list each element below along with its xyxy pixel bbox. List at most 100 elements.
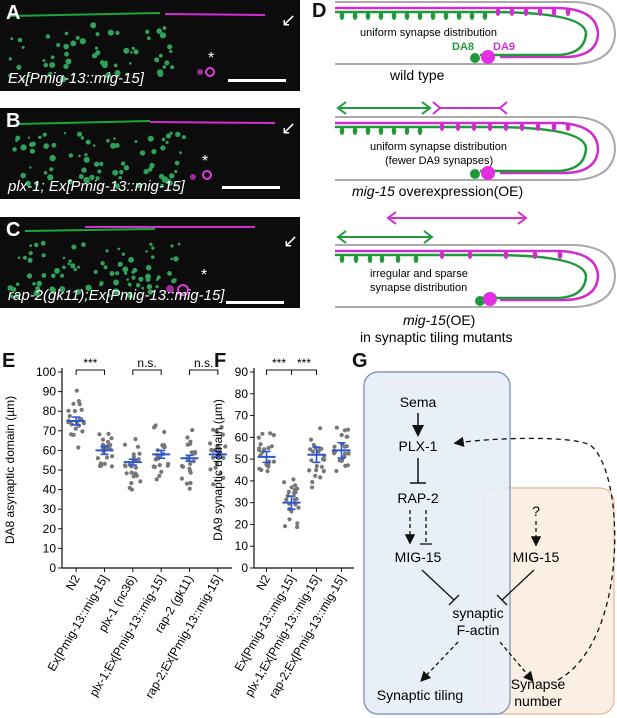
data-point [319, 464, 324, 469]
punctum [85, 139, 91, 145]
micrograph-b-image [12, 120, 276, 189]
punctum [90, 22, 97, 29]
punctum [99, 283, 103, 287]
data-point [339, 432, 344, 438]
punctum [128, 256, 135, 263]
data-point [99, 463, 104, 468]
punctum [84, 153, 88, 157]
punctum [115, 282, 118, 285]
synapse-marker [532, 251, 538, 259]
data-point [80, 429, 85, 434]
punctum [167, 271, 172, 276]
data-point [73, 426, 78, 431]
punctum [64, 31, 69, 36]
punctum [21, 78, 25, 82]
data-point [69, 432, 74, 437]
punctum [145, 250, 148, 253]
punctum [136, 182, 142, 189]
data-point [308, 437, 314, 442]
data-point [122, 442, 128, 447]
y-tick-label: 10 [43, 541, 57, 555]
data-point [79, 407, 84, 412]
punctum [95, 32, 100, 37]
punctum [28, 251, 33, 256]
punctum [20, 144, 27, 151]
punctum [131, 275, 136, 280]
data-point [256, 435, 261, 440]
oe-caption-rest: overexpression(OE) [395, 183, 523, 199]
punctum [29, 166, 32, 169]
data-point [165, 463, 170, 468]
synapse-marker [482, 12, 488, 20]
data-point [295, 521, 300, 526]
data-point [129, 470, 134, 475]
data-point [66, 408, 71, 413]
mut-caption-rest: (OE) [446, 312, 476, 328]
worm-overexpression [335, 116, 617, 181]
punctum [80, 136, 85, 140]
punctum [121, 252, 126, 256]
data-point [162, 429, 167, 435]
synapse-marker [353, 255, 359, 263]
punctum [75, 35, 80, 40]
synapse-marker [417, 12, 423, 20]
punctum [67, 262, 71, 266]
punctum [105, 249, 109, 253]
data-point [345, 463, 350, 468]
y-tick-label: 100 [36, 365, 56, 379]
node-synaptic-tiling: Synaptic tiling [377, 687, 463, 703]
punctum [147, 289, 153, 295]
punctum [56, 43, 61, 47]
data-point [287, 517, 292, 522]
punctum [12, 147, 17, 152]
punctum [72, 72, 75, 76]
punctum [70, 40, 77, 47]
data-point [314, 468, 319, 473]
data-point [136, 457, 141, 462]
punctum [156, 69, 164, 76]
punctum [129, 284, 132, 287]
micrograph-b: B * ↙ plx-1; Ex[Pmig-13::mig-15] [0, 108, 300, 199]
punctum [29, 148, 35, 154]
data-point [311, 442, 316, 448]
punctum [49, 154, 56, 162]
data-point [133, 437, 138, 442]
data-point [208, 441, 213, 446]
node-rap2: RAP-2 [397, 490, 438, 506]
synapse-marker [352, 127, 358, 135]
synapse-marker [430, 12, 436, 20]
punctum [59, 76, 67, 83]
significance-label: *** [83, 356, 97, 370]
da9-label: DA9 [493, 41, 515, 53]
data-point [282, 524, 288, 529]
significance-bracket [132, 369, 162, 375]
punctum [99, 161, 104, 167]
punctum [89, 174, 95, 181]
punctum [169, 131, 173, 135]
punctum [160, 145, 166, 151]
worm-tiling-mutant [335, 244, 617, 308]
micrograph-a: A * ↙ Ex[Pmig-13::mig-15] [0, 0, 300, 91]
significance-label: *** [272, 356, 286, 370]
punctum [8, 57, 12, 61]
punctum [158, 53, 163, 58]
punctum [91, 53, 98, 59]
punctum [15, 282, 20, 286]
punctum [132, 267, 138, 273]
punctum [112, 169, 119, 176]
data-point [185, 442, 190, 447]
punctum [177, 242, 181, 246]
punctum [81, 242, 86, 247]
data-point [109, 464, 114, 469]
synapse-marker [413, 255, 419, 263]
node-mig15-left: MIG-15 [395, 549, 442, 565]
data-point [269, 444, 274, 449]
y-tick-label: 20 [235, 517, 249, 531]
synapse-marker [557, 251, 563, 259]
significance-bracket [189, 369, 219, 375]
punctum [33, 290, 40, 297]
y-tick-label: 40 [235, 474, 249, 488]
punctum [67, 178, 73, 185]
punctum [106, 293, 111, 297]
